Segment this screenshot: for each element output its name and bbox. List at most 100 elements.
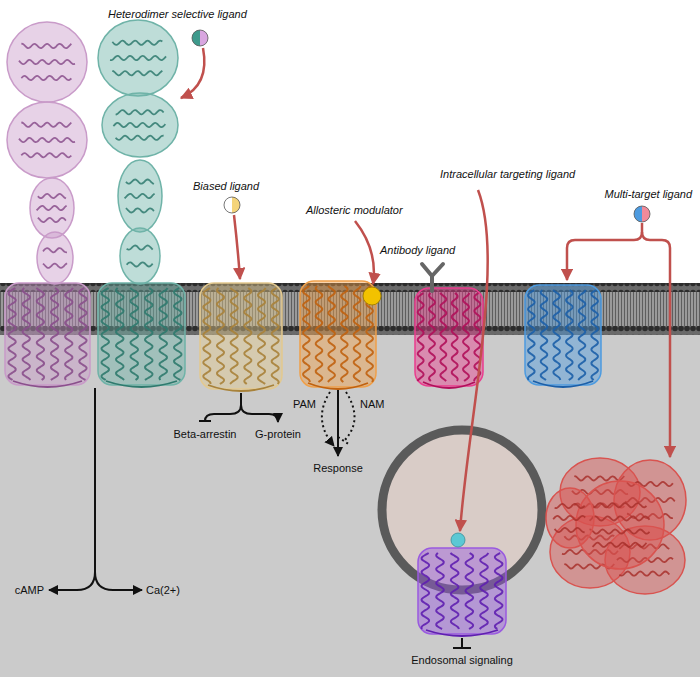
receptor-loop	[423, 382, 475, 388]
ligand-label: Allosteric modulator	[306, 204, 403, 217]
helix	[528, 290, 535, 380]
helix	[452, 293, 458, 381]
extracellular-domain	[118, 160, 162, 232]
ligand-outline	[224, 197, 240, 213]
extracellular-domain-body	[102, 93, 178, 157]
protein-strand	[113, 123, 165, 127]
protein-strand	[590, 516, 650, 520]
protein-strand	[110, 56, 166, 60]
signal-label: Ca(2+)	[146, 584, 180, 597]
helix	[130, 288, 138, 380]
protein-strand	[619, 571, 669, 575]
binding-arrow	[642, 232, 670, 457]
receptor-loop	[13, 381, 82, 387]
modulator-label: PAM	[293, 398, 316, 411]
ligand-half	[232, 197, 240, 213]
helix	[51, 288, 58, 380]
signal-line	[240, 393, 242, 405]
receptor-loop	[426, 630, 498, 636]
extracellular-domain	[37, 232, 73, 284]
signal-arrow	[49, 572, 95, 590]
extracellular-domain-body	[120, 228, 160, 284]
signal-line	[94, 388, 96, 572]
extracellular-domain-body	[37, 232, 73, 284]
enzyme-protein	[546, 458, 686, 594]
ligand-label: Intracellular targeting ligand	[440, 168, 575, 181]
helix	[417, 293, 423, 381]
binding-arrow	[234, 215, 240, 279]
receptor	[525, 285, 601, 387]
ligand-outline	[192, 30, 208, 46]
helix	[495, 553, 503, 629]
helix	[174, 288, 182, 380]
ligand-half	[200, 30, 208, 46]
protein-strand	[116, 110, 164, 114]
helix	[272, 288, 279, 384]
helix	[303, 286, 310, 382]
ligand-half	[634, 206, 642, 222]
binding-arrow	[355, 221, 374, 284]
extracellular-domain-body	[7, 102, 87, 178]
helix	[463, 293, 469, 381]
signal-arrow	[241, 405, 278, 422]
extracellular-domain	[30, 178, 74, 238]
receptor-loop	[106, 381, 177, 387]
receptor	[418, 548, 506, 636]
helix	[116, 288, 124, 380]
helix	[79, 288, 86, 380]
helix	[429, 293, 435, 381]
extracellular-domain-body	[7, 22, 87, 102]
helix	[421, 553, 429, 629]
signal-label: Response	[313, 462, 363, 475]
inhibition-bar	[199, 405, 241, 421]
modulator-label: NAM	[360, 398, 384, 411]
helix	[553, 290, 560, 380]
extracellular-domain-body	[118, 160, 162, 232]
signal-arrow	[337, 390, 339, 456]
receptor-body	[98, 283, 185, 385]
helix	[230, 288, 238, 384]
receptor-loop	[533, 381, 593, 387]
helix	[8, 288, 15, 380]
helix	[328, 286, 335, 382]
helix	[36, 288, 44, 380]
protein-strand	[21, 153, 71, 157]
helix	[541, 290, 548, 380]
receptor-loop	[208, 385, 274, 391]
ligand-label: Biased ligand	[193, 180, 259, 193]
helix	[480, 553, 489, 629]
helix	[316, 286, 323, 382]
helix	[101, 288, 109, 380]
binding-arrow	[567, 223, 642, 280]
helix	[591, 290, 598, 380]
helix	[440, 293, 446, 381]
helix	[217, 288, 224, 384]
protein-strand	[553, 516, 585, 520]
extracellular-domains	[7, 20, 178, 284]
protein-strand	[38, 194, 66, 199]
ligand-label: Multi-target ligand	[605, 188, 692, 201]
ligand-half	[192, 30, 200, 46]
receptor-body	[200, 283, 282, 389]
protein-strand	[592, 543, 646, 547]
protein-strand	[127, 262, 153, 266]
intracellular-ligand	[451, 533, 465, 547]
protein-strand	[127, 245, 153, 249]
receptor	[98, 283, 185, 387]
protein-strand	[43, 248, 67, 252]
protein-strand	[21, 44, 71, 48]
protein-strand	[126, 179, 154, 184]
receptor-body	[418, 548, 506, 634]
extracellular-domain	[120, 228, 160, 284]
protein-strand	[21, 122, 71, 126]
extracellular-domain-body	[30, 178, 74, 238]
receptor-body	[525, 285, 601, 385]
receptor	[415, 288, 483, 388]
receptor	[5, 283, 90, 387]
helix	[341, 286, 348, 382]
helix	[566, 290, 573, 380]
enzyme-domain-body	[546, 488, 594, 548]
helix	[65, 288, 73, 380]
receptor	[200, 283, 282, 391]
extracellular-domain	[7, 102, 87, 178]
